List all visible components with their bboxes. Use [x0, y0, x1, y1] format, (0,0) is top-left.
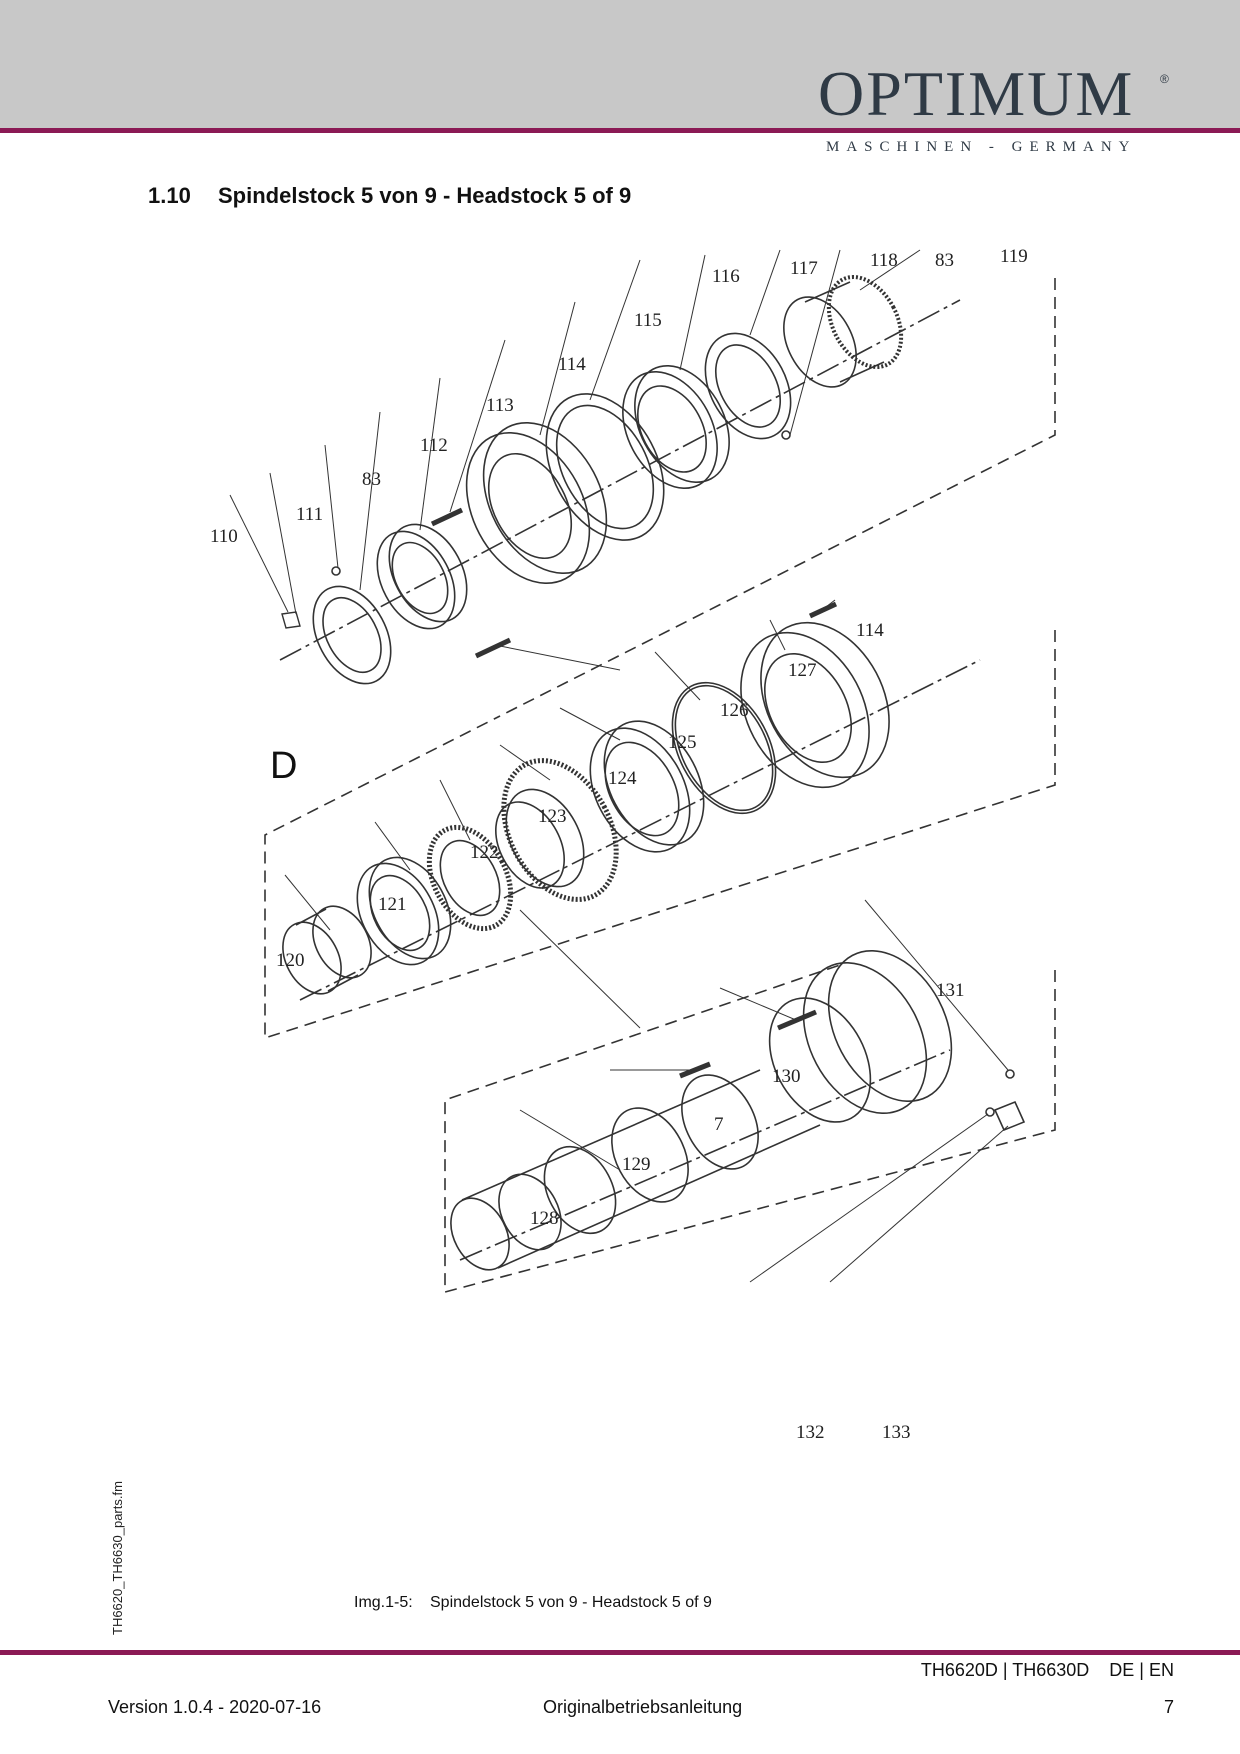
part-label-121: 121 [378, 894, 407, 915]
part-114-bolt-lower [808, 601, 838, 619]
part-110-pin [281, 611, 301, 629]
assembly-frame-middle [264, 630, 1056, 1040]
part-label-129: 129 [622, 1154, 651, 1175]
part-131-screw [1005, 1069, 1015, 1079]
section-number: 1.10 [148, 183, 191, 208]
page-number: 7 [1163, 1697, 1174, 1717]
part-label-132: 132 [796, 1422, 825, 1443]
part-label-117: 117 [790, 258, 818, 279]
brand-subtitle: MASCHINEN - GERMANY [826, 139, 1137, 155]
part-label-7: 7 [714, 1114, 724, 1135]
part-125-bolt [474, 637, 512, 659]
part-83-set-screw [331, 566, 341, 576]
part-label-83: 83 [362, 469, 381, 490]
part-120-sleeve [282, 905, 372, 995]
part-label-131: 131 [936, 980, 965, 1001]
registered-mark: ® [1160, 72, 1169, 86]
part-118-retaining-ring [704, 332, 792, 440]
part-label-116: 116 [712, 266, 740, 287]
part-label-118: 118 [870, 250, 898, 271]
part-label-126: 126 [720, 700, 749, 721]
assembly-frame-lower [444, 964, 1056, 1294]
axis-upper [279, 299, 961, 661]
part-label-112: 112 [420, 435, 448, 456]
brand-logo: OPTIMUM [818, 58, 1135, 129]
footer-version: Version 1.0.4 - 2020-07-16 [108, 1697, 322, 1717]
header-band [0, 0, 1240, 128]
source-file-name: TH6620_TH6630_parts.fm [110, 1481, 125, 1635]
part-116-gasket [545, 393, 665, 541]
part-label-123: 123 [538, 806, 567, 827]
exploded-parts-diagram: D 110 111 83 112 113 114 115 116 117 118… [210, 246, 1056, 1443]
part-label-128: 128 [530, 1208, 559, 1229]
part-129-key [679, 1061, 711, 1079]
part-label-124: 124 [608, 768, 637, 789]
part-130-key [777, 1009, 817, 1031]
part-label-114: 114 [558, 354, 586, 375]
part-117-bearing [622, 365, 730, 489]
part-label-122: 122 [470, 842, 499, 863]
part-label-113: 113 [486, 395, 514, 416]
part-label-120: 120 [276, 950, 305, 971]
section-heading: 1.10 Spindelstock 5 von 9 - Headstock 5 o… [148, 183, 631, 209]
part-label-119: 119 [1000, 246, 1028, 267]
part-114-bolt [430, 507, 464, 527]
part-label-111: 111 [296, 504, 323, 525]
part-119-gear-sleeve [783, 275, 904, 388]
header-rule [0, 128, 1240, 133]
part-label-127: 127 [788, 660, 817, 681]
assembly-frame-upper [499, 278, 1056, 717]
part-label-110: 110 [210, 526, 238, 547]
axis-lower [459, 1049, 951, 1261]
footer-document: Originalbetriebsanleitung [543, 1697, 743, 1717]
part-128-spindle [450, 949, 953, 1271]
part-132-spring [985, 1107, 995, 1117]
part-124-roller-bearing [589, 720, 705, 853]
view-letter: D [270, 745, 297, 787]
part-label-83-right: 83 [935, 250, 954, 271]
part-122-gear-small [426, 824, 514, 932]
footer-models: TH6620D | TH6630D DE | EN [920, 1660, 1174, 1680]
part-label-133: 133 [882, 1422, 911, 1443]
caption-label: Img.1-5: [354, 1594, 413, 1611]
part-127-bearing-housing [740, 621, 890, 789]
footer-rule [0, 1650, 1240, 1655]
part-113-threaded-ring [376, 523, 468, 630]
axis-middle [299, 659, 981, 1001]
part-83-screw-right [781, 430, 791, 440]
part-label-130: 130 [772, 1066, 801, 1087]
caption-text: Spindelstock 5 von 9 - Headstock 5 of 9 [430, 1594, 712, 1611]
part-label-125: 125 [668, 732, 697, 753]
part-115-flange [465, 421, 608, 585]
part-126-o-ring [671, 681, 777, 815]
part-label-114-lower: 114 [856, 620, 884, 641]
section-title-text: Spindelstock 5 von 9 - Headstock 5 of 9 [218, 183, 632, 208]
part-label-115: 115 [634, 310, 662, 331]
part-112-lock-nut [312, 585, 392, 685]
figure-caption: Img.1-5: Spindelstock 5 von 9 - Headstock… [354, 1594, 712, 1612]
part-133-cam-stud [993, 1100, 1026, 1132]
